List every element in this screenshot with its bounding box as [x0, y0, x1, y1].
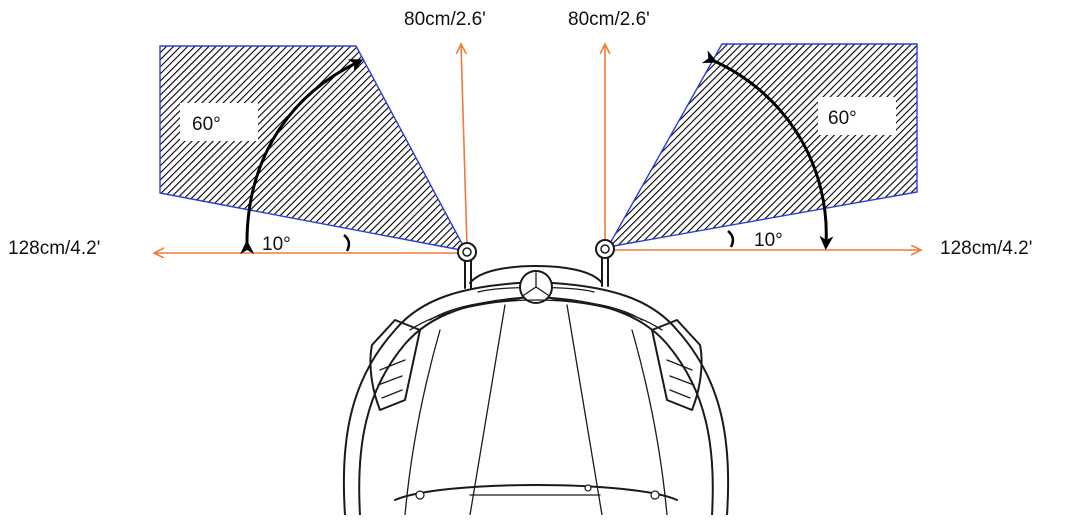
right-10-degree-tick	[727, 230, 735, 248]
left-sensor	[457, 242, 477, 289]
left-forward-range-label: 80cm/2.6'	[404, 9, 486, 30]
left-60-degree-label: 60°	[192, 114, 221, 135]
left-60-degree-arc	[240, 59, 364, 255]
right-60-degree-label: 60°	[828, 108, 857, 129]
left-forward-ray	[461, 45, 468, 247]
right-detection-zone	[606, 43, 918, 248]
right-forward-range-label: 80cm/2.6'	[568, 9, 650, 30]
right-sensor	[595, 239, 615, 287]
left-side-range-label: 128cm/4.2'	[8, 238, 100, 259]
left-10-degree-label: 10°	[262, 234, 291, 255]
left-10-degree-tick	[343, 234, 351, 252]
left-detection-zone	[159, 45, 468, 252]
car-top-view	[342, 265, 730, 516]
right-side-range-label: 128cm/4.2'	[940, 238, 1032, 259]
right-60-degree-arc	[701, 50, 834, 250]
right-10-degree-label: 10°	[754, 230, 783, 251]
